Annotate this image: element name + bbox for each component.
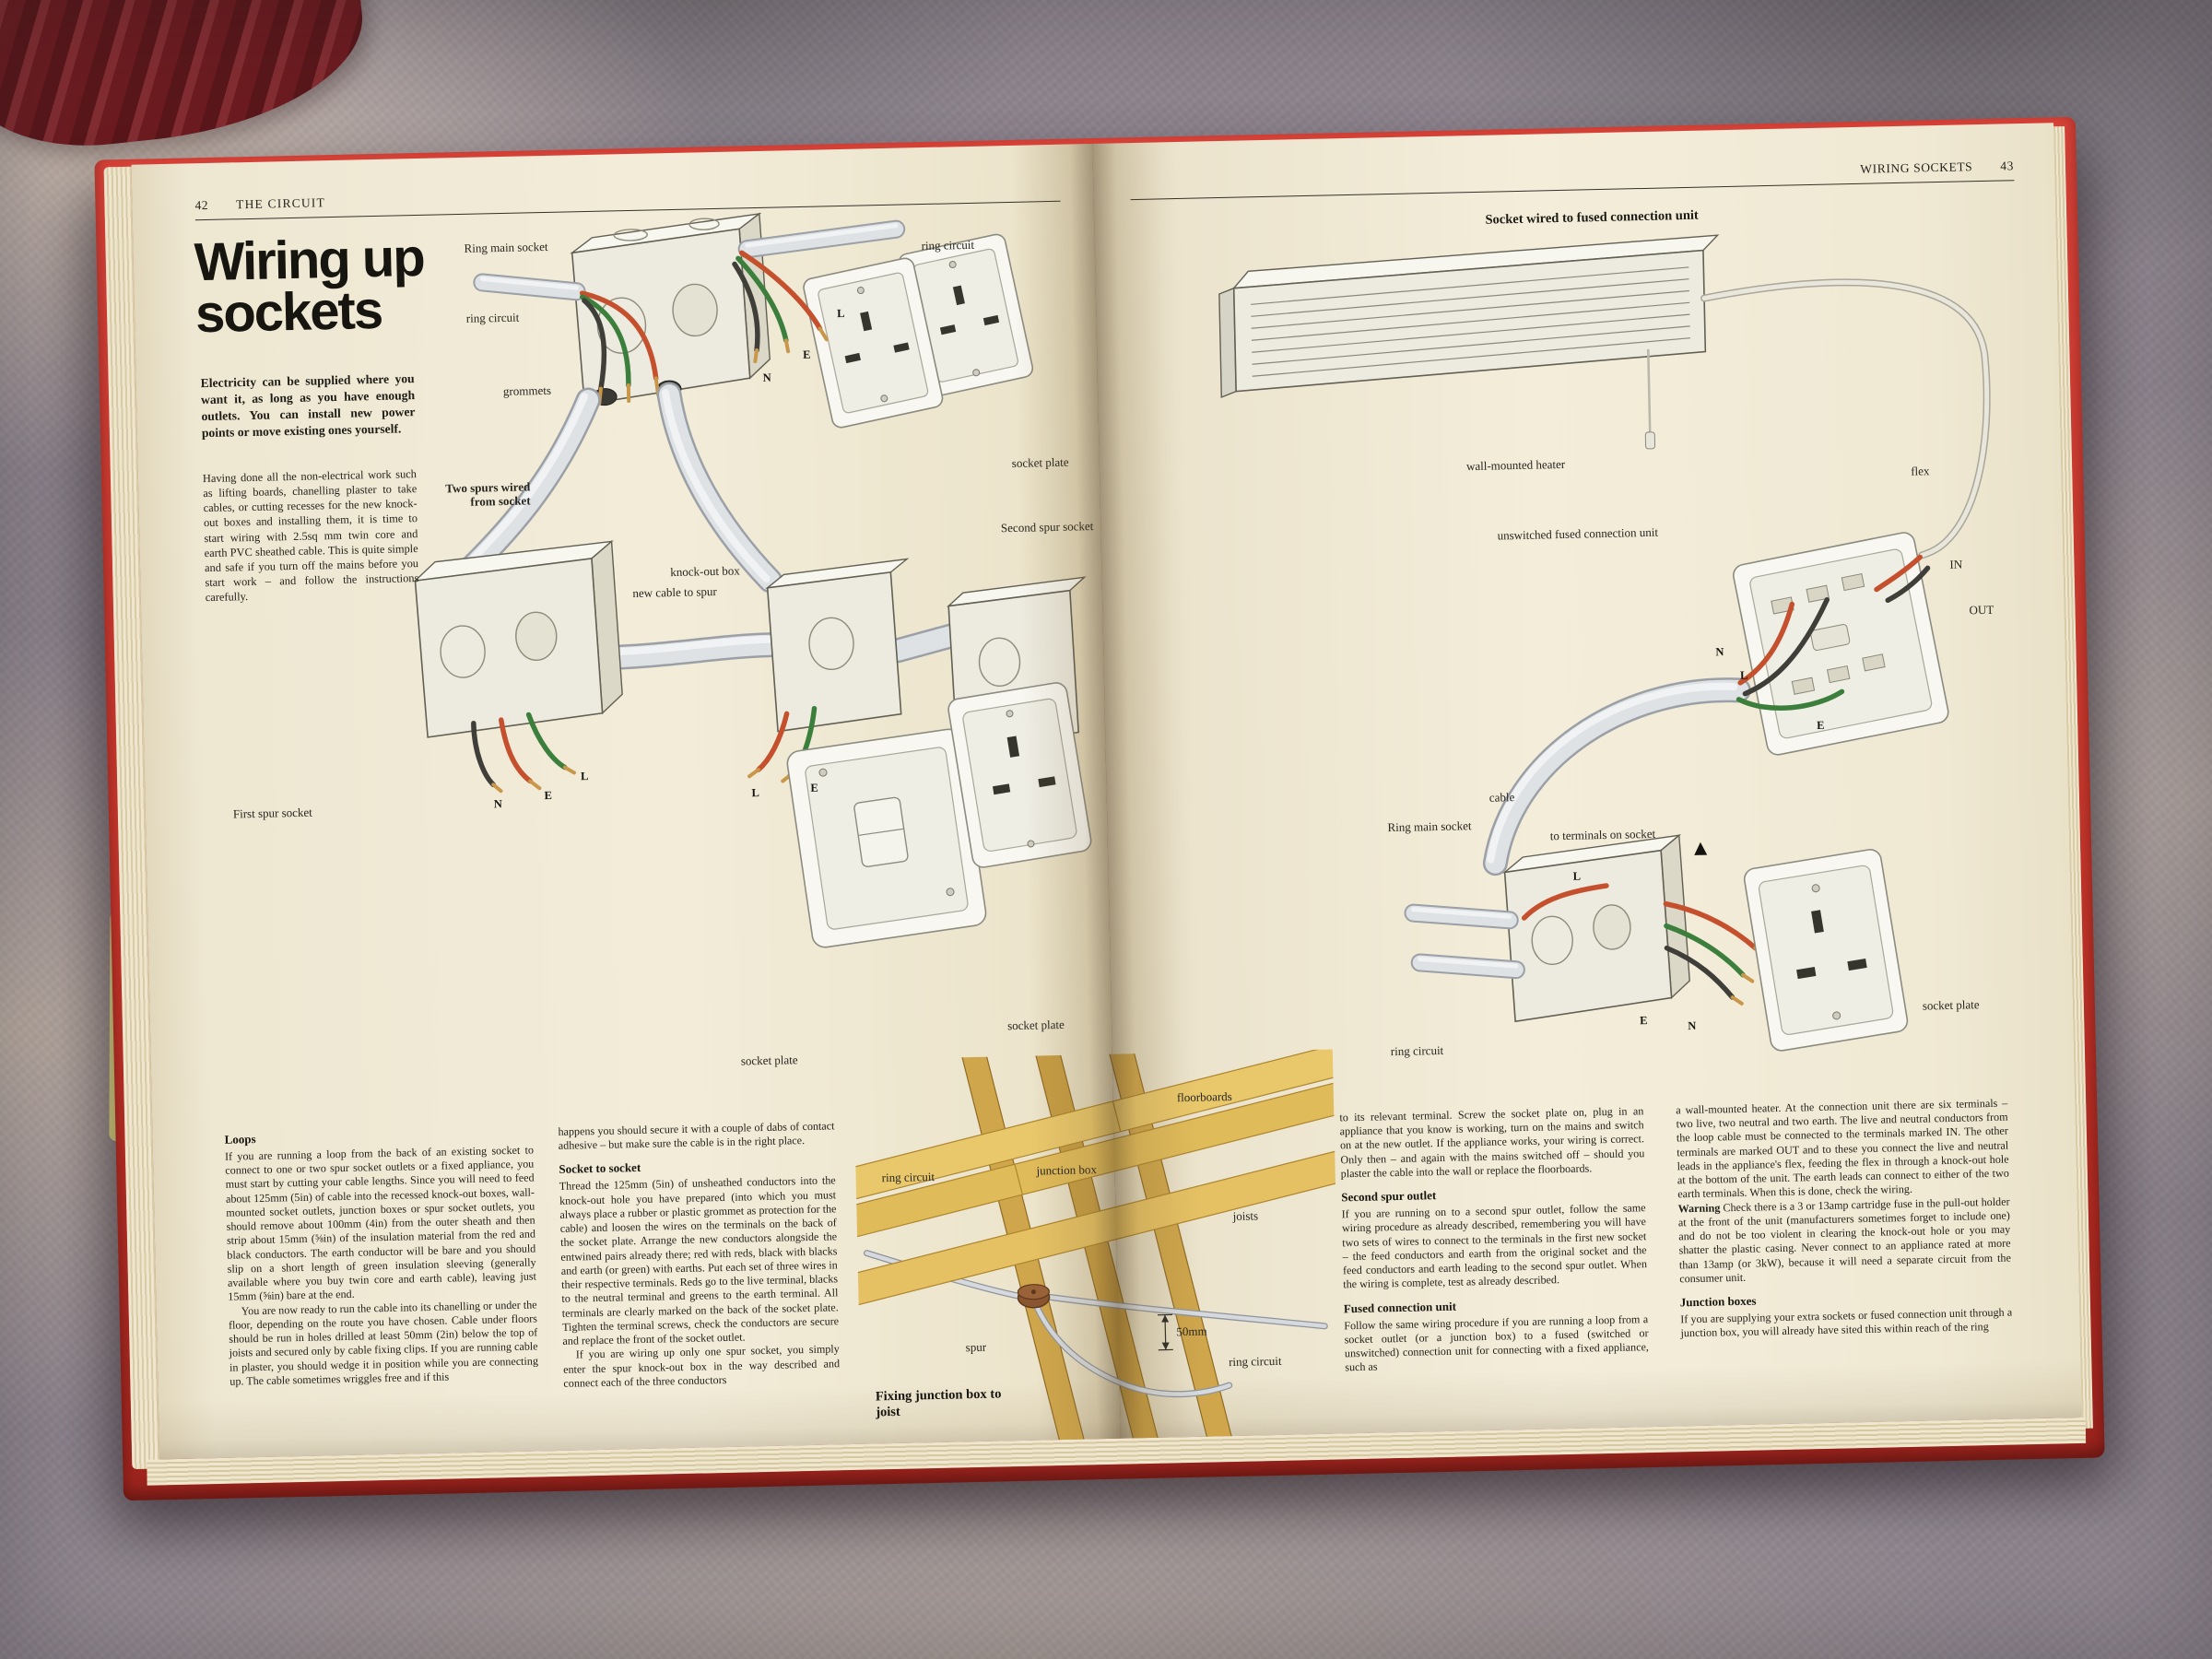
label-first-spur-socket: First spur socket [232, 805, 312, 821]
label-socket-plate: socket plate [1922, 997, 1980, 1013]
continuation-paragraph: to its relevant terminal. Screw the sock… [1339, 1104, 1645, 1181]
article-lead: Having done all the non-electrical work … [202, 467, 419, 605]
terminal-letter-l: L [1573, 870, 1582, 883]
terminal-letter-n: N [1688, 1019, 1696, 1032]
terminal-letter-l: L [581, 770, 589, 782]
label-ring-circuit-b: ring circuit [1228, 1353, 1282, 1370]
loops-paragraph-1: If you are running a loop from the back … [224, 1143, 537, 1304]
measure-50mm [1157, 1313, 1173, 1351]
label-spur: spur [965, 1339, 987, 1355]
label-joists: joists [1232, 1208, 1259, 1223]
label-ring-circuit: ring circuit [1390, 1042, 1444, 1059]
label-floorboards: floorboards [1176, 1088, 1232, 1105]
terminal-letter-n: N [494, 797, 502, 810]
socket-paragraph-1: Thread the 125mm (5in) of unsheathed con… [559, 1173, 840, 1347]
label-socket-plate-right: socket plate [1006, 1017, 1065, 1033]
right-page-diagram: N L E L E N [1218, 234, 1991, 1052]
left-column-2: happens you should secure it with a coup… [558, 1119, 840, 1390]
first-spur-knockout-box [413, 540, 623, 794]
terminal-letter-n: N [763, 371, 771, 384]
terminal-letter-e: E [810, 782, 818, 794]
ring-circuit-cables [473, 219, 906, 301]
page-number: 42 [194, 197, 209, 213]
second-spur-socket [947, 576, 1092, 868]
illustration-caption: Fixing junction box to joist [875, 1386, 1002, 1420]
pull-cord-knob [1644, 431, 1656, 450]
label-knock-out-box: knock-out box [670, 563, 740, 580]
article-title: Wiring up sockets [194, 227, 425, 344]
label-ring-circuit-left: ring circuit [465, 310, 520, 325]
label-wall-mounted-heater: wall-mounted heater [1465, 456, 1566, 474]
label-socket-plate-mid: socket plate [740, 1053, 798, 1068]
twin-socket-plates [803, 233, 1034, 429]
wall-mounted-heater [1218, 234, 1720, 450]
continuation-paragraph: happens you should secure it with a coup… [558, 1119, 835, 1153]
label-50mm: 50mm [1176, 1324, 1207, 1339]
label-junction-box: junction box [1036, 1162, 1098, 1178]
heater-paragraph: a wall-mounted heater. At the connection… [1676, 1096, 2010, 1201]
label-socket-plate-top: socket plate [1011, 454, 1069, 470]
terminal-letter-l: L [1740, 669, 1748, 682]
terminal-letter-l: L [837, 307, 845, 320]
label-ring-main-socket: Ring main socket [1387, 818, 1472, 835]
ring-main-wires [579, 250, 829, 406]
unit-wires [1735, 554, 1931, 712]
terminal-letter-e: E [1817, 719, 1825, 732]
warning-body: Check there is a 3 or 13amp cartridge fu… [1677, 1194, 2012, 1286]
terminal-arrow [1694, 841, 1708, 855]
floorboards [853, 1049, 1341, 1312]
second-knockout-box [747, 558, 910, 783]
fused-unit-paragraph: Follow the same wiring procedure if you … [1344, 1312, 1650, 1374]
floorboards-art [853, 1049, 1341, 1444]
section-name: THE CIRCUIT [236, 195, 326, 212]
second-spur-paragraph: If you are running on to a second spur o… [1341, 1201, 1648, 1291]
label-out: OUT [1969, 602, 1994, 618]
warning-paragraph: Warning Check there is a 3 or 13amp cart… [1677, 1194, 2011, 1286]
label-ring-circuit-right: ring circuit [921, 237, 975, 253]
open-book: L E N N E L L E [94, 116, 2105, 1501]
heater-flex [1700, 278, 1991, 559]
terminal-letter-l: L [751, 786, 759, 799]
label-ring-circuit-a: ring circuit [881, 1170, 935, 1185]
label-flex: flex [1911, 464, 1930, 478]
fused-connection-unit [1733, 532, 1949, 756]
label-new-cable-to-spur: new cable to spur [632, 584, 717, 600]
terminal-letter-e: E [1640, 1014, 1648, 1027]
junction-box-illustration: floorboards ring circuit junction box jo… [853, 1049, 1341, 1444]
left-page-diagram: L E N N E L L E [413, 212, 1092, 948]
terminal-letter-n: N [1715, 645, 1724, 658]
ring-main-knockout-box [570, 212, 771, 406]
junction-box [1017, 1284, 1051, 1309]
label-two-spurs: Two spurs wired from socket [445, 479, 531, 509]
label-ring-main-socket: Ring main socket [464, 239, 548, 255]
socket-paragraph-2: If you are wiring up only one spur socke… [562, 1342, 841, 1390]
page-number: 43 [2000, 159, 2015, 173]
terminal-letter-e: E [803, 348, 811, 361]
label-cable: cable [1488, 790, 1515, 805]
section-name: WIRING SOCKETS [1860, 159, 1973, 176]
terminal-letter-e: E [544, 789, 552, 802]
book-spread: L E N N E L L E [131, 123, 2082, 1460]
large-socket-plate [786, 728, 987, 948]
ring-main-socket-box [1404, 833, 1769, 1023]
right-column-1: to its relevant terminal. Screw the sock… [1339, 1104, 1649, 1375]
pull-cord [1647, 348, 1652, 432]
right-page: N L E L E N [1092, 123, 2082, 1439]
label-grommets: grommets [502, 382, 552, 399]
loops-paragraph-2: You are now ready to run the cable into … [228, 1298, 539, 1388]
left-page: L E N N E L L E [131, 143, 1121, 1460]
label-second-spur-socket: Second spur socket [1000, 519, 1094, 535]
right-column-2: a wall-mounted heater. At the connection… [1676, 1097, 2013, 1341]
ring-main-socket-plate [1743, 849, 1909, 1052]
warning-label: Warning [1677, 1201, 1721, 1216]
loop-cable [1482, 677, 1751, 877]
heater-grill [1251, 266, 1691, 377]
left-column-1: Loops If you are running a loop from the… [224, 1125, 538, 1388]
article-intro: Electricity can be supplied where you wa… [200, 371, 416, 441]
label-in: IN [1949, 557, 1963, 571]
